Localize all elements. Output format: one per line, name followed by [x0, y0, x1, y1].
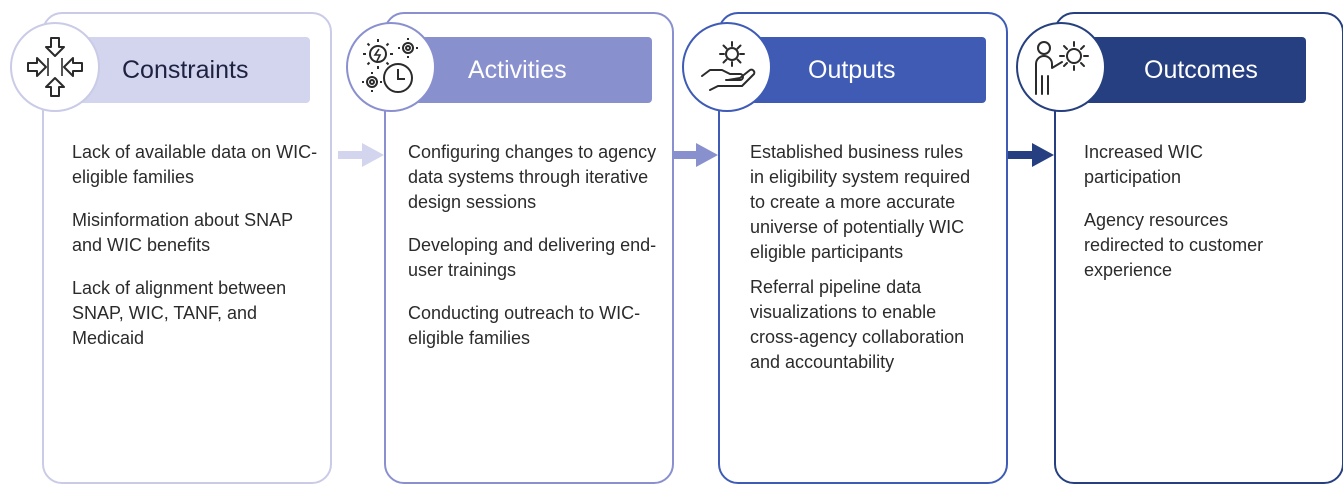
constraint-item: Lack of available data on WIC-eligible f…	[72, 142, 318, 187]
outcomes-header: Outcomes	[1068, 37, 1306, 103]
arrow-right-icon	[672, 143, 718, 167]
activity-item: Configuring changes to agency data syste…	[408, 142, 657, 212]
output-item: Established business rules in eligibilit…	[750, 142, 971, 262]
hand-gear-icon	[682, 22, 772, 112]
person-gear-icon	[1016, 22, 1106, 112]
constraint-item: Lack of alignment between SNAP, WIC, TAN…	[72, 278, 287, 348]
activities-title: Activities	[468, 55, 567, 84]
outcomes-body: Increased WIC participation Agency resou…	[1084, 140, 1304, 301]
activities-body: Configuring changes to agency data syste…	[408, 140, 658, 369]
constraint-item: Misinformation about SNAP and WIC benefi…	[72, 210, 293, 255]
gears-clock-icon	[346, 22, 436, 112]
activity-item: Developing and delivering end-user train…	[408, 235, 657, 280]
activity-item: Conducting outreach to WIC-eligible fami…	[408, 303, 641, 348]
outputs-header: Outputs	[732, 37, 986, 103]
outputs-body: Established business rules in eligibilit…	[750, 140, 980, 393]
constraints-title: Constraints	[122, 55, 249, 84]
arrow-right-icon	[338, 143, 384, 167]
outcome-item: Agency resources redirected to customer …	[1084, 210, 1264, 280]
outcomes-title: Outcomes	[1144, 55, 1258, 84]
arrows-inward-icon	[10, 22, 100, 112]
constraints-body: Lack of available data on WIC-eligible f…	[72, 140, 322, 369]
outcome-item: Increased WIC participation	[1084, 142, 1204, 187]
arrow-right-icon	[1008, 143, 1054, 167]
output-item: Referral pipeline data visualizations to…	[750, 277, 965, 372]
outputs-title: Outputs	[808, 55, 896, 84]
activities-header: Activities	[398, 37, 652, 103]
